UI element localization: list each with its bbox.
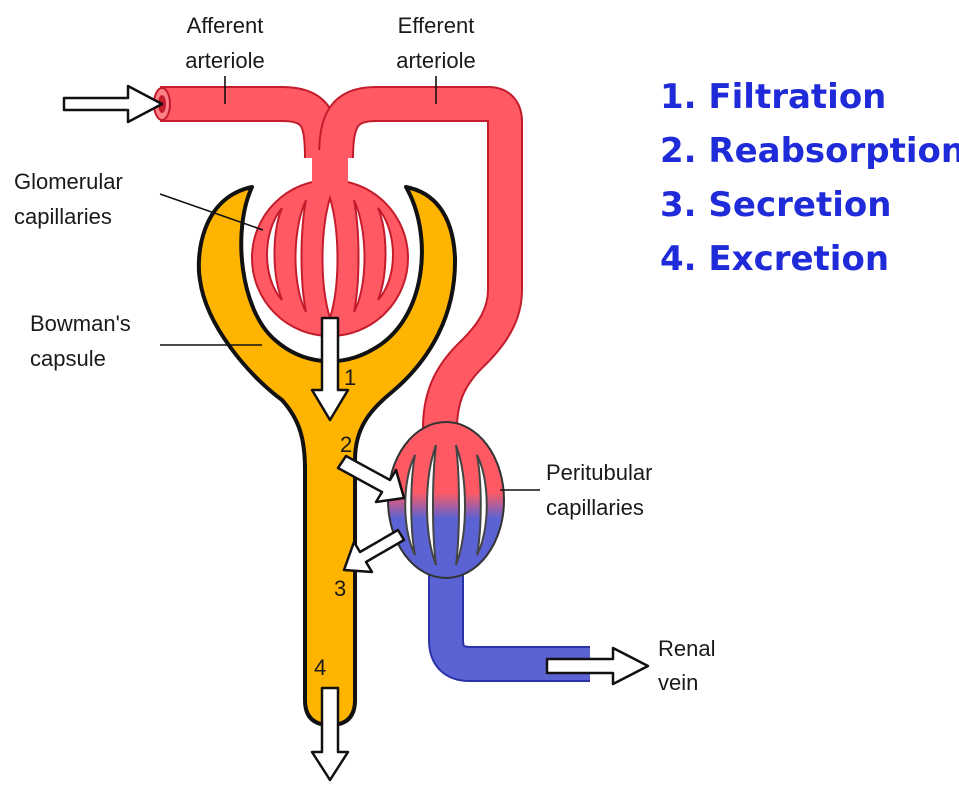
process-legend: 1. Filtration 2. Reabsorption 3. Secreti…: [660, 77, 959, 279]
afferent-label: Afferent: [187, 13, 264, 38]
afferent-label-2: arteriole: [185, 48, 264, 73]
efferent-label-2: arteriole: [396, 48, 475, 73]
peritubular-capillaries: [388, 422, 590, 664]
peritubular-label: Peritubular: [546, 460, 652, 485]
glomerular-label: Glomerular: [14, 169, 123, 194]
efferent-label: Efferent: [398, 13, 475, 38]
legend-item-filtration: 1. Filtration: [660, 77, 886, 117]
bowman-label-2: capsule: [30, 346, 106, 371]
step-number-4: 4: [314, 655, 326, 680]
glomerular-label-2: capillaries: [14, 204, 112, 229]
legend-item-secretion: 3. Secretion: [660, 185, 891, 225]
step-number-1: 1: [344, 365, 356, 390]
bowman-label: Bowman's: [30, 311, 131, 336]
legend-item-excretion: 4. Excretion: [660, 239, 889, 279]
legend-item-reabsorption: 2. Reabsorption: [660, 131, 959, 171]
afferent-inflow-arrow: [64, 86, 162, 122]
renal-label-2: vein: [658, 670, 698, 695]
step-number-2: 2: [340, 432, 352, 457]
renal-label: Renal: [658, 636, 715, 661]
peritubular-label-2: capillaries: [546, 495, 644, 520]
step-number-3: 3: [334, 576, 346, 601]
